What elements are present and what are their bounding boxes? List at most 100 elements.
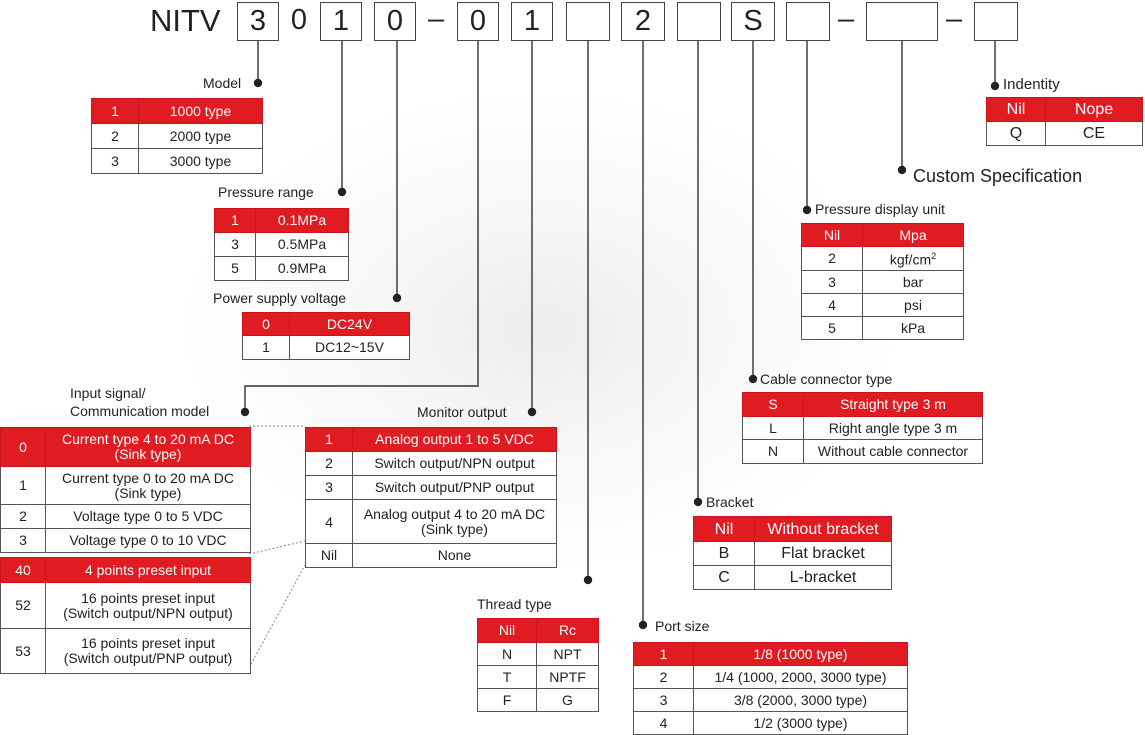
option-code: N (742, 439, 804, 464)
option-description: 1/2 (3000 type) (693, 711, 908, 735)
code-dash: – (838, 3, 855, 35)
option-code: 1 (0, 466, 46, 505)
option-code: 1 (633, 642, 694, 666)
option-code: 1 (305, 427, 353, 452)
option-description: 3/8 (2000, 3000 type) (693, 688, 908, 712)
option-description: Switch output/PNP output (352, 475, 557, 500)
option-description: bar (862, 270, 964, 294)
bullet-dot (693, 497, 703, 507)
option-description: 2000 type (138, 123, 263, 149)
thread-type-label: Thread type (477, 596, 552, 612)
bullet-dot (638, 620, 648, 630)
model-prefix: NITV (150, 3, 221, 38)
code-box-cable: S (731, 2, 775, 41)
power-supply-label: Power supply voltage (213, 290, 347, 306)
option-description: Current type 4 to 20 mA DC(Sink type) (45, 427, 251, 467)
option-code: 53 (0, 628, 46, 674)
bullet-dot (897, 165, 907, 175)
option-code: 1 (214, 208, 256, 233)
option-code: 2 (91, 123, 139, 149)
code-box-port: 2 (621, 2, 665, 41)
option-code: 2 (801, 246, 863, 271)
option-description: kgf/cm2 (862, 246, 964, 271)
option-description: Nope (1045, 97, 1143, 122)
model-label: Model (203, 75, 242, 91)
option-description: NPTF (536, 665, 599, 689)
bullet-dot (392, 293, 402, 303)
dotted-link (248, 564, 306, 669)
option-description: Straight type 3 m (803, 392, 983, 417)
option-code: F (477, 688, 537, 712)
option-description: None (352, 543, 557, 568)
bracket-label: Bracket (706, 494, 754, 510)
option-code: N (477, 642, 537, 666)
option-description: CE (1045, 121, 1143, 146)
option-description: Rc (536, 618, 599, 643)
pressure-unit-label: Pressure display unit (815, 201, 945, 217)
option-description: 16 points preset input(Switch output/PNP… (45, 628, 251, 674)
bullet-dot (253, 78, 263, 88)
option-code: 3 (305, 475, 353, 500)
option-code: Nil (693, 516, 755, 542)
option-description: 0.9MPa (255, 256, 349, 281)
option-description: 1000 type (138, 98, 263, 124)
option-description: Without cable connector (803, 439, 983, 464)
code-box-thread (566, 2, 610, 41)
option-description: 3000 type (138, 148, 263, 174)
pressure-range-label: Pressure range (218, 184, 314, 200)
option-description: Analog output 4 to 20 mA DC(Sink type) (352, 499, 557, 545)
bullet-dot (240, 407, 250, 417)
code-box-model: 3 (237, 2, 279, 41)
option-description: NPT (536, 642, 599, 666)
option-description: L-bracket (754, 565, 892, 590)
bullet-dot (583, 575, 593, 585)
option-description: 4 points preset input (45, 557, 251, 583)
bullet-dot (990, 81, 1000, 91)
option-code: 2 (633, 665, 694, 689)
option-code: 1 (242, 335, 290, 360)
option-description: Analog output 1 to 5 VDC (352, 427, 557, 452)
option-code: B (693, 541, 755, 566)
option-code: Nil (305, 543, 353, 568)
dotted-link (248, 540, 306, 555)
code-box-identity (974, 2, 1018, 41)
monitor-output-label: Monitor output (417, 404, 507, 420)
option-code: 0 (242, 312, 290, 336)
option-description: Right angle type 3 m (803, 416, 983, 440)
option-code: Nil (477, 618, 537, 643)
